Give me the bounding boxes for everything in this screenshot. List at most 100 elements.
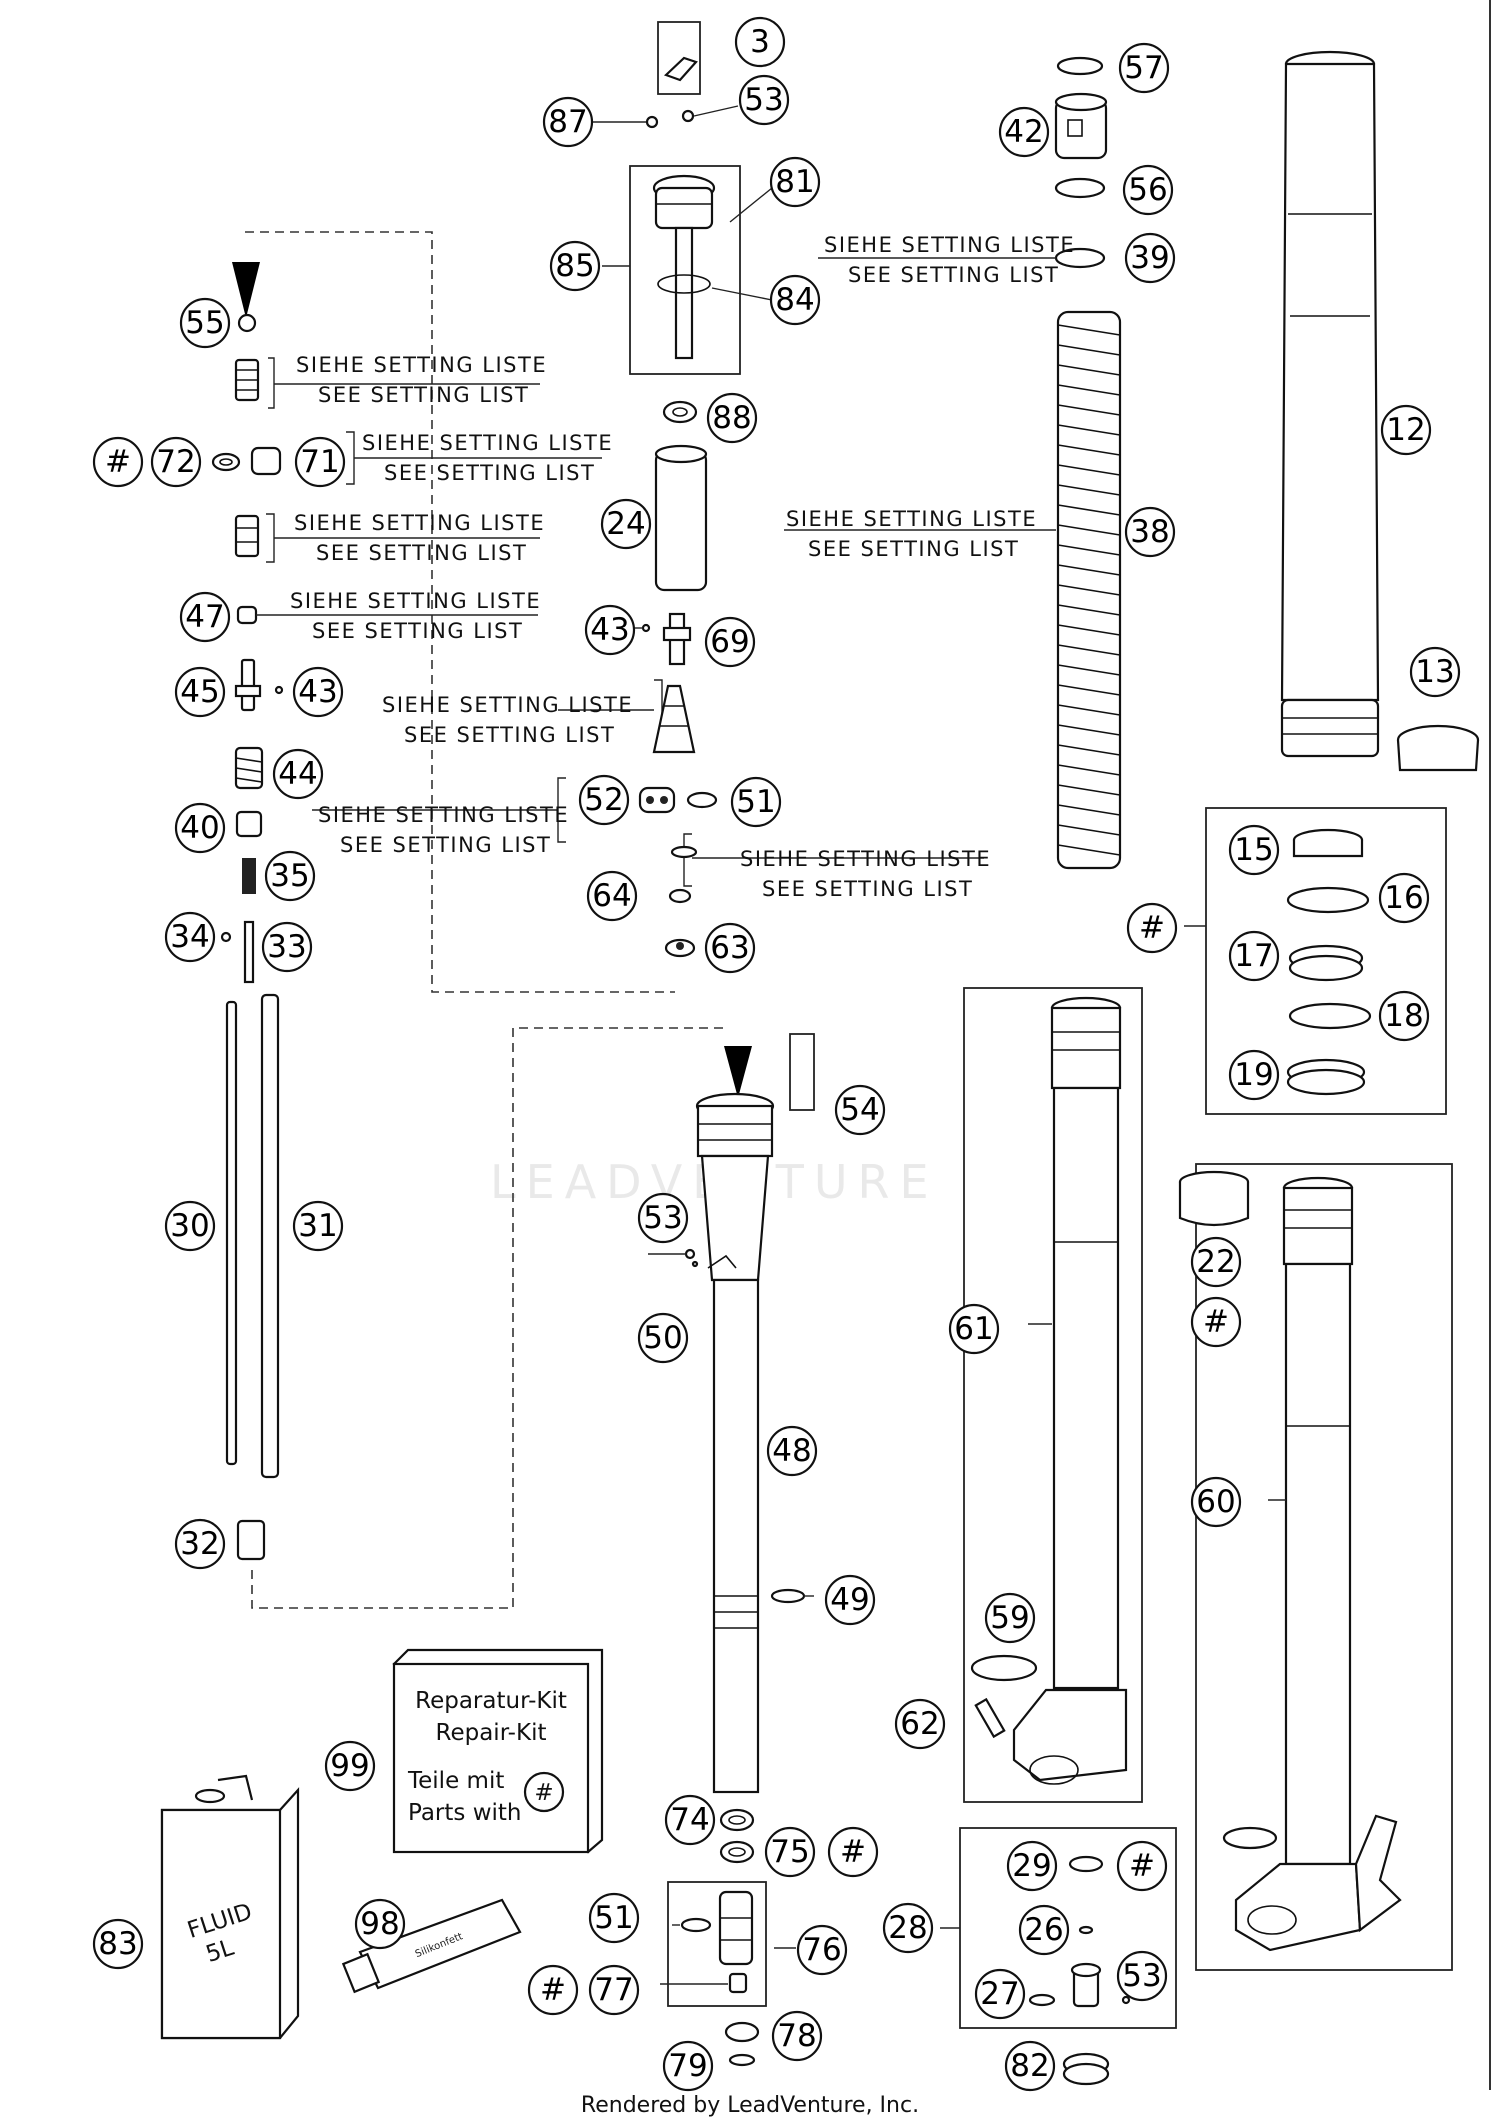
callout-85: 85 [549,240,601,292]
svg-text:12: 12 [1386,412,1425,448]
callout-31: 31 [292,1200,344,1252]
svg-text:83: 83 [98,1926,137,1962]
repair-kit-symbol: # [534,1780,553,1806]
part-87-screw [645,115,659,129]
note-siehe: SIEHE SETTING LISTE [740,847,991,871]
svg-text:49: 49 [830,1582,869,1618]
svg-text:16: 16 [1384,880,1423,916]
svg-text:24: 24 [606,506,645,542]
callout-71: 71 [294,436,346,488]
callout-64: 64 [586,870,638,922]
svg-text:15: 15 [1234,832,1273,868]
svg-text:30: 30 [170,1208,209,1244]
part-19-seal [1286,1058,1366,1096]
svg-text:62: 62 [900,1706,939,1742]
part-77-spacer [728,1972,748,1994]
svg-text:53: 53 [1122,1958,1161,1994]
callout-35: 35 [264,850,316,902]
callout-12: 12 [1380,404,1432,456]
callout-88: 88 [706,392,758,444]
bushings-group-box [1205,807,1447,1115]
callout-81: 81 [769,156,821,208]
callout-53: 53 [637,1192,689,1244]
assembly-line-upper [245,231,675,993]
svg-text:32: 32 [180,1526,219,1562]
callout-19: 19 [1228,1049,1280,1101]
svg-text:13: 13 [1415,654,1454,690]
callout-59: 59 [984,1592,1036,1644]
svg-text:51: 51 [594,1900,633,1936]
part-27-oring [1028,1993,1056,2007]
note-siehe: SIEHE SETTING LISTE [382,693,633,717]
svg-text:84: 84 [775,282,814,318]
svg-text:56: 56 [1128,172,1167,208]
part-34-ball [220,931,232,943]
svg-text:60: 60 [1196,1484,1235,1520]
callout-hash: # [1126,902,1178,954]
bracket-lines-left [256,357,984,887]
note-siehe: SIEHE SETTING LISTE [290,589,541,613]
part-29-oring [1068,1855,1104,1873]
part-13-collar [1396,724,1480,772]
svg-text:17: 17 [1234,938,1273,974]
callout-hash: # [527,1964,579,2016]
callout-45: 45 [174,666,226,718]
callout-29: 29 [1006,1840,1058,1892]
callout-76: 76 [796,1924,848,1976]
note-see: SEE SETTING LIST [808,537,1019,561]
callout-55: 55 [179,297,231,349]
part-51-oring-lower [680,1917,712,1933]
footer-credit: Rendered by LeadVenture, Inc. [581,2093,919,2118]
svg-text:33: 33 [267,929,306,965]
part-49-oring [770,1588,806,1604]
part-washer [670,845,698,859]
part-53-ball [1121,1995,1131,2005]
note-siehe: SIEHE SETTING LISTE [824,233,1075,257]
svg-text:79: 79 [668,2048,707,2084]
part-52-piston [638,786,676,814]
svg-text:76: 76 [802,1932,841,1968]
part-74-bushing [719,1808,755,1832]
callout-24: 24 [600,498,652,550]
callout-18: 18 [1378,990,1430,1042]
part-22-bushing [1178,1170,1250,1227]
callout-43: 43 [584,604,636,656]
part-31-tube [260,993,280,1479]
callout-30: 30 [164,1200,216,1252]
repair-kit-box: Reparatur-Kit Repair-Kit Teile mit Parts… [392,1648,604,1854]
callout-38: 38 [1124,506,1176,558]
part-72-washer [211,452,241,472]
part-32-nut [236,1519,266,1561]
callout-84: 84 [769,274,821,326]
callout-87: 87 [542,96,594,148]
svg-text:26: 26 [1024,1912,1063,1948]
part-44-spring [234,746,264,790]
part-17-seal [1288,944,1364,982]
note-siehe: SIEHE SETTING LISTE [296,353,547,377]
callout-52: 52 [578,774,630,826]
part-83-fluid-can: FLUID 5L [160,1774,300,2040]
svg-text:42: 42 [1004,114,1043,150]
note-see: SEE SETTING LIST [318,383,529,407]
part-50-screw [684,1248,696,1260]
part-54-label-box [789,1033,815,1111]
repair-kit-line2: Repair-Kit [436,1720,547,1746]
callout-75: 75 [764,1826,816,1878]
part-85-group-box [629,165,741,375]
callout-57: 57 [1118,42,1170,94]
part-53-screw [681,109,695,123]
callout-17: 17 [1228,930,1280,982]
part-64-nut [668,888,692,904]
part-shim-stack-3 [652,684,696,754]
svg-text:59: 59 [990,1600,1029,1636]
part-24-cylinder [654,444,708,592]
callout-28: 28 [882,1902,934,1954]
part-76-valve [718,1890,754,1966]
callout-hash: # [1190,1296,1242,1348]
part-38-spring [1056,310,1122,870]
svg-text:43: 43 [298,674,337,710]
part-85-cap-assembly [652,174,716,360]
part-57-ring [1056,56,1104,76]
insert-arrow-icon [232,262,260,318]
svg-text:34: 34 [170,919,209,955]
